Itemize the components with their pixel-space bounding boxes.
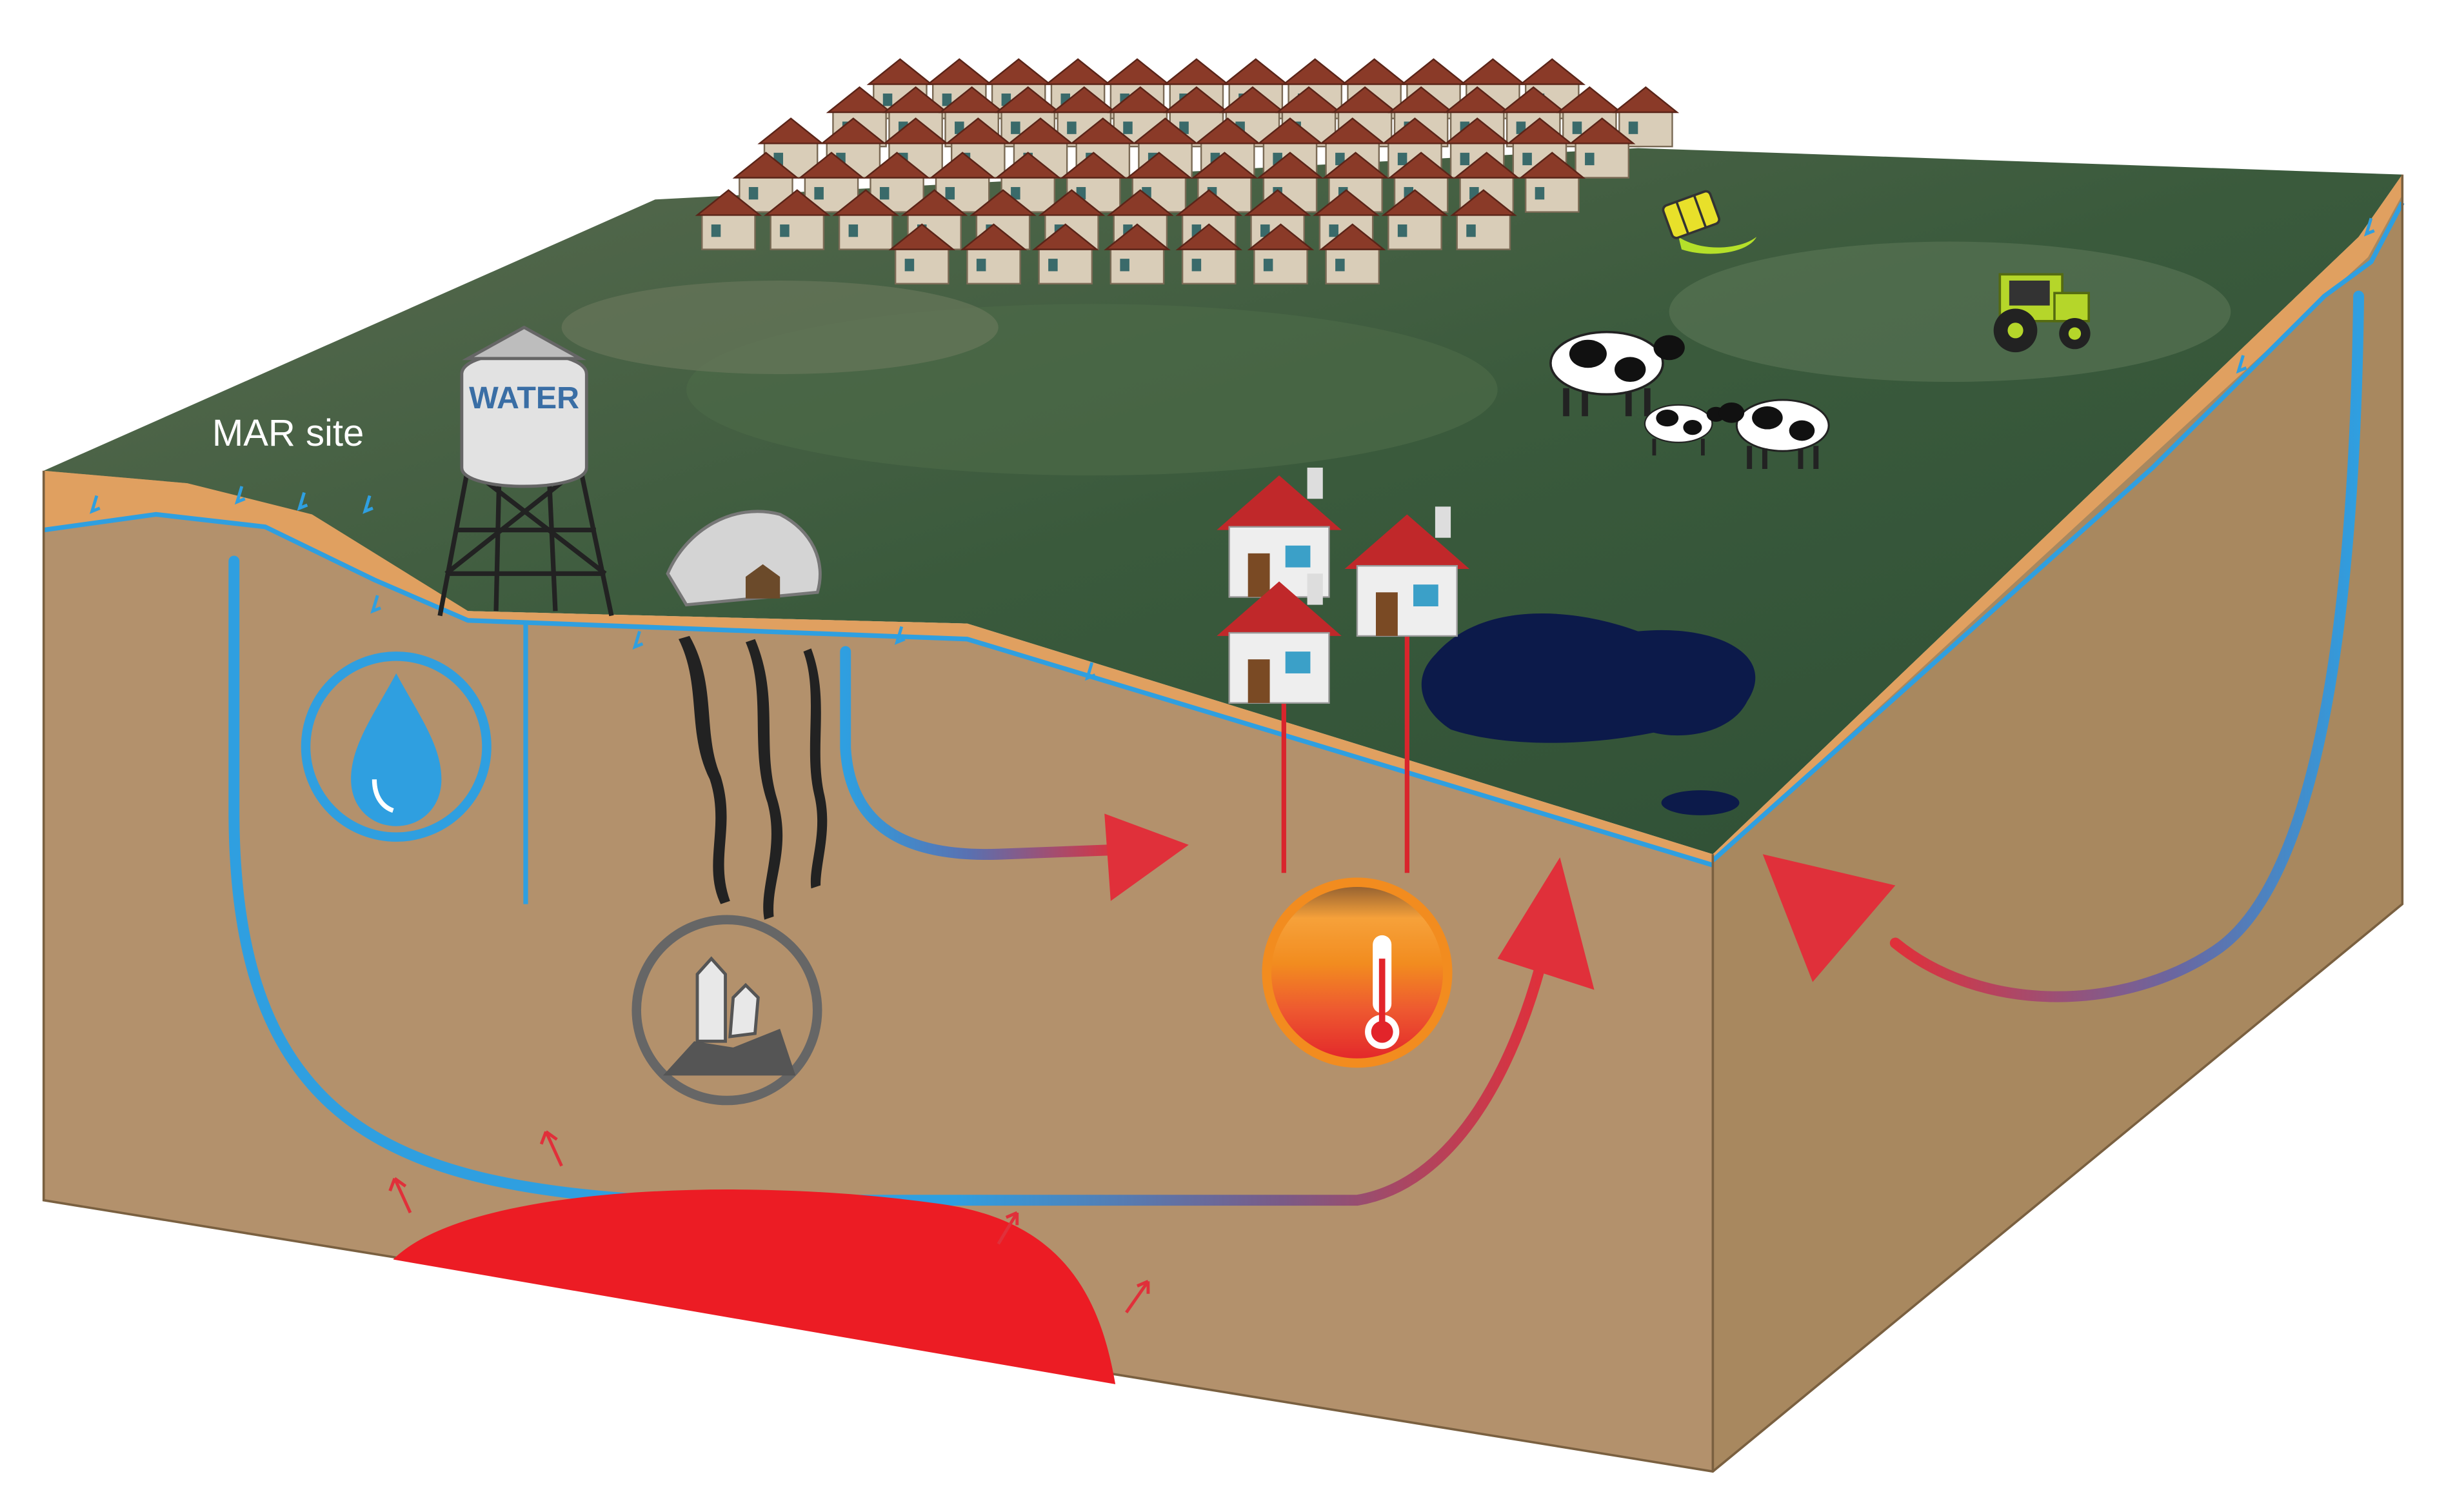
village-house: [1104, 223, 1171, 285]
village-house: [1007, 117, 1074, 179]
recharge-arrows: [89, 217, 2375, 681]
water-table-right: [1711, 201, 2405, 862]
local-flow-path: [840, 646, 1129, 860]
tractor-icon: [1993, 273, 2091, 353]
village-house: [832, 189, 900, 250]
village-house: [960, 223, 1028, 285]
water-drop-icon: [301, 652, 492, 842]
village-house: [1318, 223, 1386, 285]
house-icon: [1344, 506, 1470, 637]
cow-icon: [1718, 399, 1830, 469]
unsaturated-zone: [43, 470, 1713, 866]
field-patch: [561, 280, 999, 374]
heat-source: [393, 1189, 1116, 1384]
crystal-icon: [631, 915, 822, 1106]
village-house: [1247, 223, 1315, 285]
flow-arrowhead: [1104, 813, 1189, 901]
mine-entrance-icon: [666, 510, 822, 607]
village-house: [1381, 189, 1449, 250]
cow-icon: [1549, 330, 1685, 417]
flow-arrowhead: [1762, 854, 1896, 982]
water-table-front: [43, 512, 1714, 868]
lake: [1421, 613, 1756, 743]
groundwater-flow-path: [228, 555, 1550, 1206]
heat-arrows: [388, 1130, 1150, 1314]
block-front-face: [43, 470, 1713, 1472]
spilled-barrel-icon: [1662, 190, 1757, 254]
village-house: [1568, 117, 1636, 179]
village-house: [695, 189, 762, 250]
water-tower-label: WATER: [469, 381, 579, 415]
block-right-face: [1713, 174, 2403, 1472]
lake: [1661, 790, 1740, 815]
village-house: [1518, 152, 1586, 213]
cow-icon: [1644, 404, 1725, 456]
house-icon: [1217, 573, 1342, 704]
village-house: [1031, 223, 1099, 285]
flow-arrowhead: [1497, 857, 1595, 990]
block-outline: [42, 174, 2404, 1473]
unsaturated-zone-right: [1713, 174, 2403, 860]
thermometer-icon: [1262, 877, 1453, 1068]
village-house: [1450, 189, 1517, 250]
village-house: [888, 223, 956, 285]
village-icon: [695, 58, 1680, 285]
field-patch: [1669, 241, 2231, 383]
mar-site-label: MAR site: [212, 412, 364, 454]
village-house: [1175, 223, 1243, 285]
fracture-marks: [678, 635, 828, 920]
right-face-flow-path: [1889, 290, 2365, 1002]
village-house: [929, 152, 996, 213]
village-house: [763, 189, 831, 250]
water-tower-icon: WATER: [437, 325, 614, 617]
